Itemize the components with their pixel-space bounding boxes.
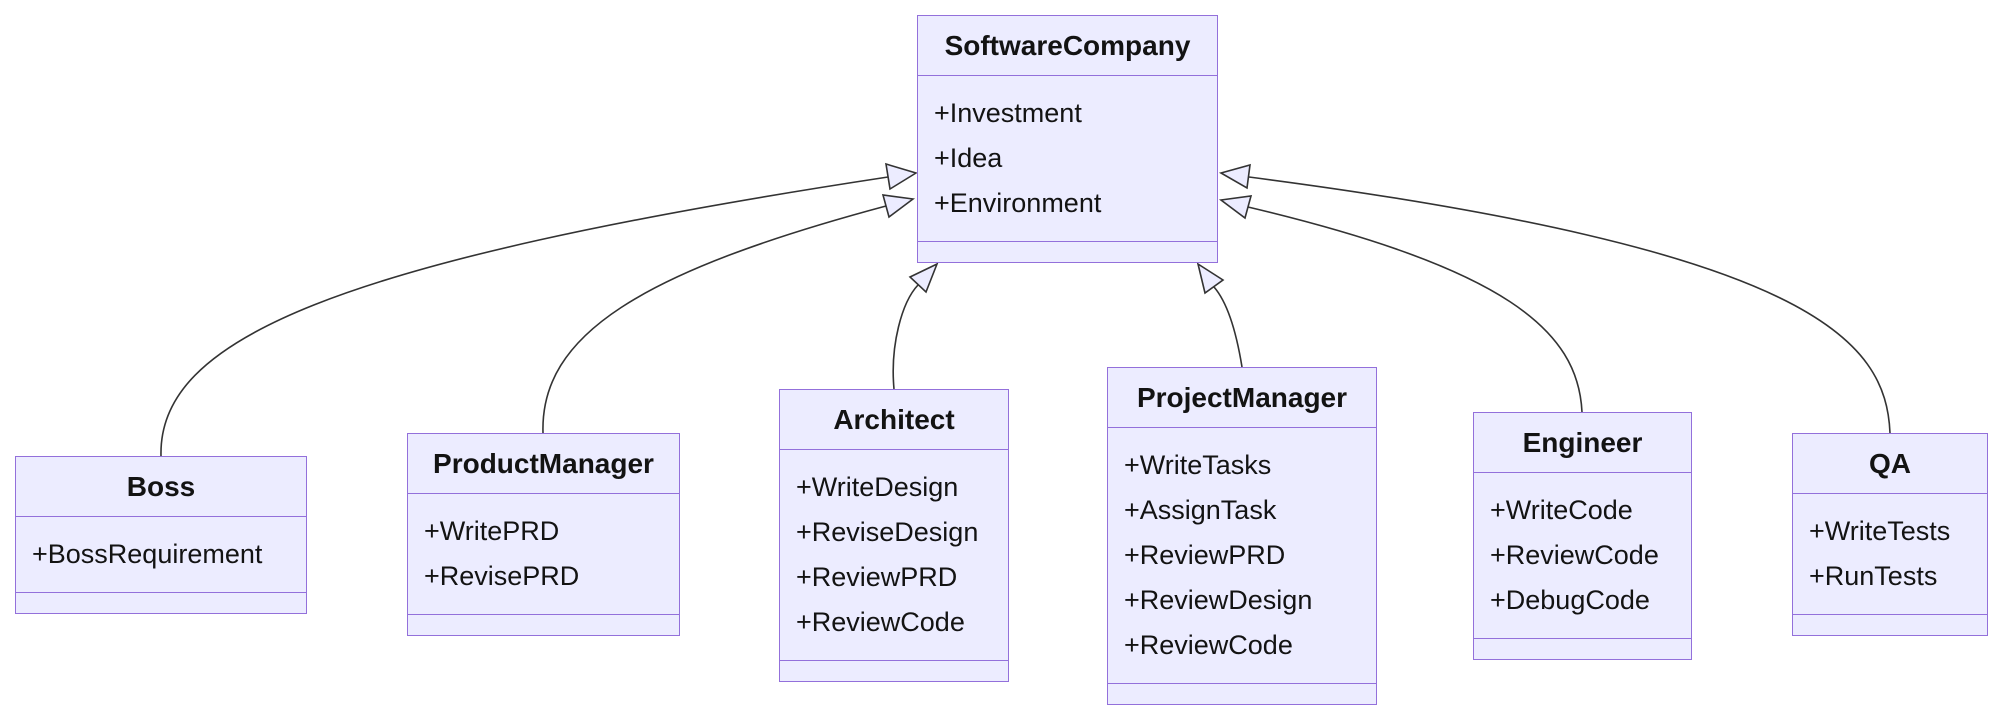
inheritance-arrowhead-qa [1218,163,1251,190]
class-member: +ReviseDesign [796,517,979,547]
class-methods-engineer [1474,638,1691,659]
class-title-productmanager: ProductManager [408,434,679,494]
class-members-qa: +WriteTests +RunTests [1793,494,1987,614]
class-methods-softwarecompany [918,241,1217,262]
class-member: +BossRequirement [32,539,263,569]
edge-projectmanager-softwarecompany [1213,286,1243,368]
class-member: +WriteDesign [796,472,959,502]
class-methods-productmanager [408,614,679,635]
class-members-productmanager: +WritePRD +RevisePRD [408,494,679,614]
class-node-productmanager: ProductManager +WritePRD +RevisePRD [407,433,680,636]
class-member: +ReviewCode [796,607,965,637]
class-node-softwarecompany: SoftwareCompany +Investment +Idea +Envir… [917,15,1218,263]
class-title-architect: Architect [780,390,1008,450]
class-members-softwarecompany: +Investment +Idea +Environment [918,76,1217,241]
class-title-boss: Boss [16,457,306,517]
class-member: +Investment [934,98,1082,128]
class-member: +RevisePRD [424,561,580,591]
class-title-qa: QA [1793,434,1987,494]
class-title-softwarecompany: SoftwareCompany [918,16,1217,76]
class-methods-projectmanager [1108,683,1376,704]
class-member: +RunTests [1809,561,1938,591]
edge-architect-softwarecompany [892,284,919,390]
class-member: +ReviewCode [1124,630,1293,660]
inheritance-arrowhead-engineer [1218,195,1253,220]
edge-boss-softwarecompany [160,176,889,457]
class-node-qa: QA +WriteTests +RunTests [1792,433,1988,636]
class-members-boss: +BossRequirement [16,517,306,592]
class-methods-architect [780,660,1008,681]
class-node-engineer: Engineer +WriteCode +ReviewCode +DebugCo… [1473,412,1692,660]
class-member: +ReviewDesign [1124,585,1313,615]
edge-productmanager-softwarecompany [542,205,887,434]
edge-qa-softwarecompany [1248,176,1891,434]
class-member: +WriteTests [1809,516,1951,546]
class-member: +Idea [934,143,1003,173]
class-member: +WriteTasks [1124,450,1272,480]
class-node-architect: Architect +WriteDesign +ReviseDesign +Re… [779,389,1009,682]
class-member: +DebugCode [1490,585,1650,615]
class-title-engineer: Engineer [1474,413,1691,473]
inheritance-arrowhead-productmanager [881,194,916,219]
class-member: +ReviewCode [1490,540,1659,570]
class-member: +ReviewPRD [1124,540,1286,570]
class-member: +Environment [934,188,1102,218]
edge-engineer-softwarecompany [1247,206,1583,413]
class-member: +AssignTask [1124,495,1277,525]
class-member: +ReviewPRD [796,562,958,592]
class-node-boss: Boss +BossRequirement [15,456,307,614]
inheritance-arrowhead-projectmanager [1196,262,1225,295]
class-methods-qa [1793,614,1987,635]
inheritance-arrowhead-architect [908,262,939,294]
inheritance-arrowhead-boss [885,162,918,191]
class-title-projectmanager: ProjectManager [1108,368,1376,428]
class-members-projectmanager: +WriteTasks +AssignTask +ReviewPRD +Revi… [1108,428,1376,683]
class-member: +WritePRD [424,516,560,546]
class-members-engineer: +WriteCode +ReviewCode +DebugCode [1474,473,1691,638]
class-members-architect: +WriteDesign +ReviseDesign +ReviewPRD +R… [780,450,1008,660]
class-node-projectmanager: ProjectManager +WriteTasks +AssignTask +… [1107,367,1377,705]
class-member: +WriteCode [1490,495,1633,525]
class-methods-boss [16,592,306,613]
